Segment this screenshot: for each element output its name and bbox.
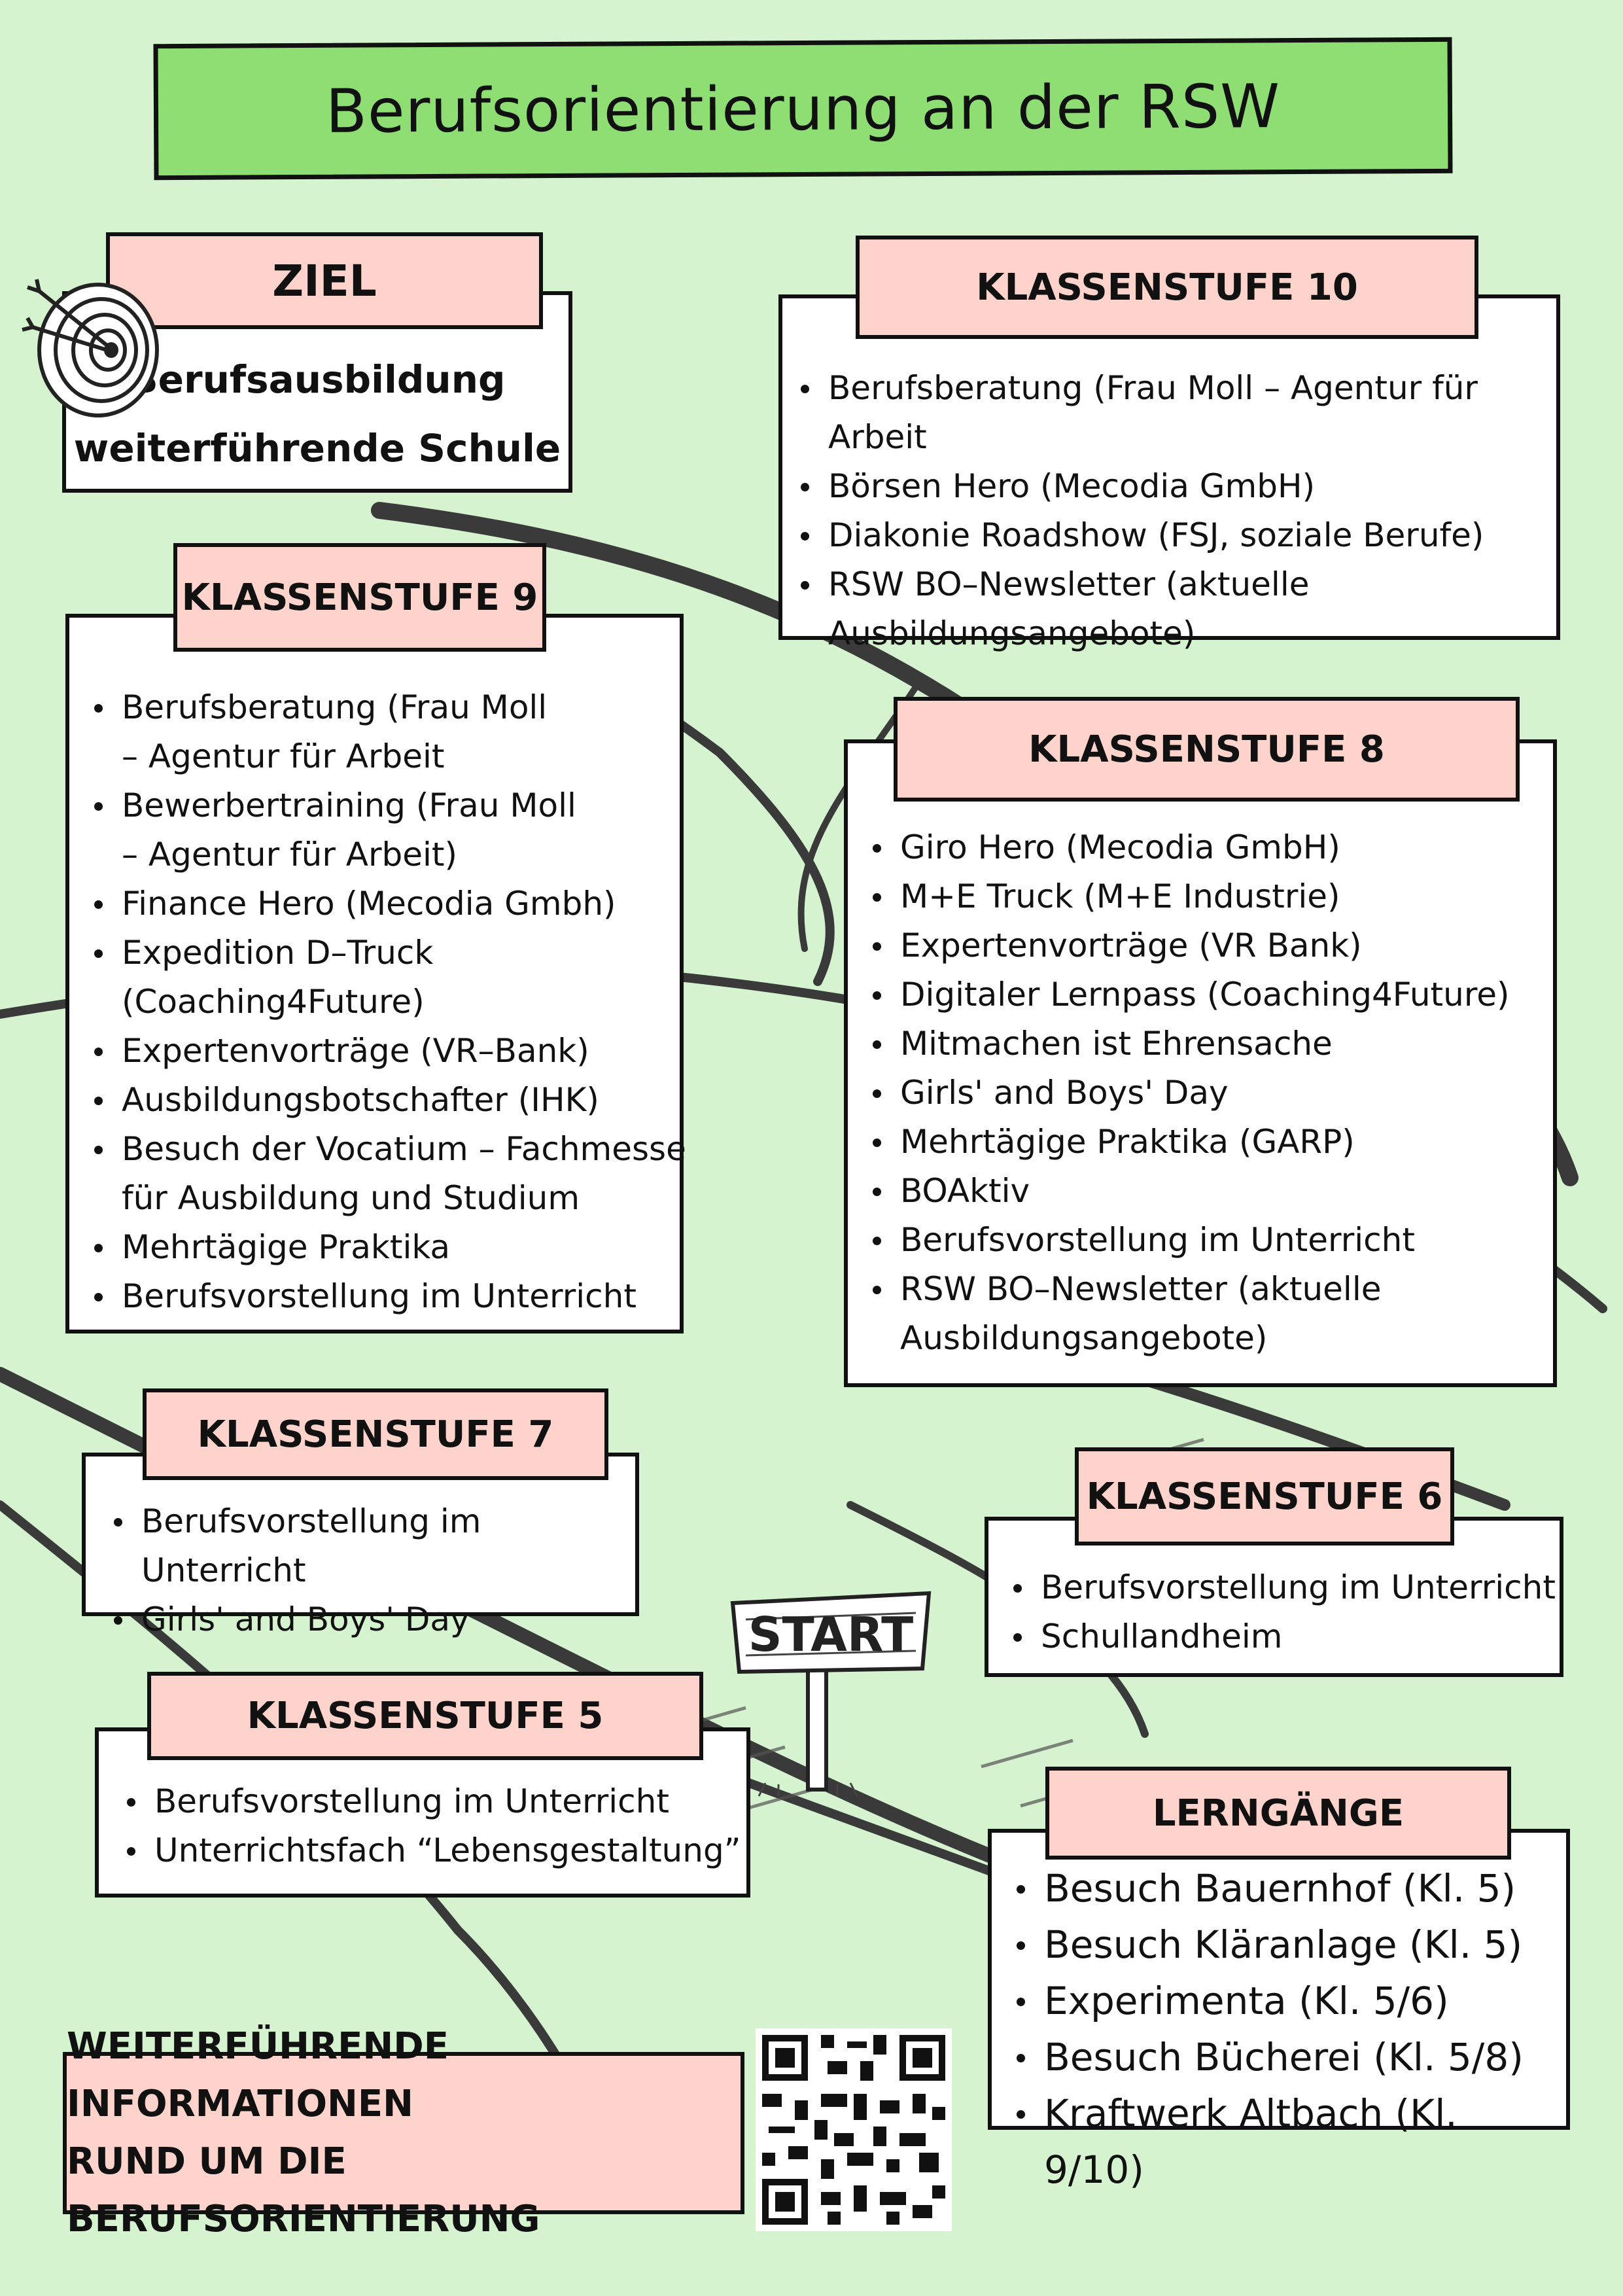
list-item: Expertenvorträge (VR Bank) xyxy=(861,921,1510,970)
info-line-1: WEITERFÜHRENDE INFORMATIONEN xyxy=(67,2025,449,2125)
klassenstufe-6-heading: KLASSENSTUFE 6 xyxy=(1075,1447,1454,1545)
list-item: Expertenvorträge (VR–Bank) xyxy=(82,1027,671,1076)
list-item: RSW BO–Newsletter (aktuelle Ausbildungsa… xyxy=(861,1265,1423,1363)
ziel-heading: ZIEL xyxy=(106,232,543,329)
list-item: Berufsvorstellung im Unterricht xyxy=(115,1777,741,1826)
list-item: Giro Hero (Mecodia GmbH) xyxy=(861,823,1510,872)
list-item: Digitaler Lernpass (Coaching4Future) xyxy=(861,970,1510,1019)
list-item: Berufsvorstellung im Unterricht xyxy=(102,1497,635,1595)
target-arrows-icon xyxy=(22,279,159,417)
list-item: Finance Hero (Mecodia Gmbh) xyxy=(82,879,671,928)
klassenstufe-7-list: Berufsvorstellung im Unterricht Girls' a… xyxy=(102,1497,635,1644)
lerngaenge-list: Besuch Bauernhof (Kl. 5) Besuch Kläranla… xyxy=(1005,1860,1566,2198)
list-item: Berufsvorstellung im Unterricht xyxy=(82,1272,671,1321)
lerngaenge-panel: Besuch Bauernhof (Kl. 5) Besuch Kläranla… xyxy=(988,1829,1570,2192)
klassenstufe-8-panel: Giro Hero (Mecodia GmbH) M+E Truck (M+E … xyxy=(844,739,1557,1387)
list-item: Börsen Hero (Mecodia GmbH) xyxy=(789,462,1556,511)
list-item: Expedition D–Truck (Coaching4Future) xyxy=(82,928,514,1027)
page-title-banner: Berufsorientierung an der RSW xyxy=(153,37,1453,181)
klassenstufe-10-list: Berufsberatung (Frau Moll – Agentur für … xyxy=(789,364,1556,658)
list-item: Besuch Bücherei (Kl. 5/8) xyxy=(1005,2029,1566,2085)
list-item: Girls' and Boys' Day xyxy=(102,1595,635,1644)
start-signpost-icon: START xyxy=(730,1591,932,1797)
klassenstufe-8-list: Giro Hero (Mecodia GmbH) M+E Truck (M+E … xyxy=(861,823,1510,1363)
list-item: Berufsberatung (Frau Moll – Agentur für … xyxy=(82,683,567,781)
list-item: Unterrichtsfach “Lebensgestaltung” xyxy=(115,1826,741,1875)
list-item: Diakonie Roadshow (FSJ, soziale Berufe) xyxy=(789,511,1556,560)
list-item: Berufsberatung (Frau Moll – Agentur für … xyxy=(789,364,1556,462)
further-information-box: WEITERFÜHRENDE INFORMATIONEN RUND UM DIE… xyxy=(63,2025,744,2240)
klassenstufe-5-list: Berufsvorstellung im Unterricht Unterric… xyxy=(115,1777,741,1875)
list-item: Besuch der Vocatium – Fachmesse für Ausb… xyxy=(82,1125,697,1223)
klassenstufe-9-panel: Berufsberatung (Frau Moll – Agentur für … xyxy=(65,614,686,1333)
klassenstufe-6-list: Berufsvorstellung im Unterricht Schullan… xyxy=(1002,1563,1556,1661)
info-line-2: RUND UM DIE BERUFSORIENTIERUNG xyxy=(67,2140,540,2240)
list-item: Berufsvorstellung im Unterricht xyxy=(861,1216,1510,1265)
list-item: M+E Truck (M+E Industrie) xyxy=(861,872,1510,921)
list-item: Bewerbertraining (Frau Moll – Agentur fü… xyxy=(82,781,593,879)
qr-code-icon[interactable] xyxy=(756,2028,952,2231)
list-item: Mitmachen ist Ehrensache xyxy=(861,1019,1510,1069)
klassenstufe-10-panel: Berufsberatung (Frau Moll – Agentur für … xyxy=(778,294,1560,652)
list-item: Experimenta (Kl. 5/6) xyxy=(1005,1973,1566,2029)
ziel-line-2: weiterführende Schule xyxy=(73,426,561,470)
list-item: Schullandheim xyxy=(1002,1612,1556,1661)
list-item: Mehrtägige Praktika (GARP) xyxy=(861,1118,1510,1167)
klassenstufe-9-list: Berufsberatung (Frau Moll – Agentur für … xyxy=(82,683,686,1321)
list-item: Mehrtägige Praktika xyxy=(82,1223,671,1272)
page-title: Berufsorientierung an der RSW xyxy=(325,71,1281,147)
ziel-line-1: Berufsausbildung xyxy=(129,357,506,402)
klassenstufe-10-heading: KLASSENSTUFE 10 xyxy=(856,236,1478,339)
klassenstufe-9-heading: KLASSENSTUFE 9 xyxy=(173,543,546,652)
list-item: Ausbildungsbotschafter (IHK) xyxy=(82,1076,671,1125)
list-item: RSW BO–Newsletter (aktuelle Ausbildungsa… xyxy=(789,560,1365,658)
start-sign-text: START xyxy=(748,1607,913,1662)
list-item: BOAktiv xyxy=(861,1167,1510,1216)
list-item: Berufsvorstellung im Unterricht xyxy=(1002,1563,1556,1612)
list-item: Kraftwerk Altbach (Kl. 9/10) xyxy=(1005,2085,1566,2198)
lerngaenge-heading: LERNGÄNGE xyxy=(1045,1767,1511,1860)
klassenstufe-7-heading: KLASSENSTUFE 7 xyxy=(143,1388,608,1480)
list-item: Besuch Bauernhof (Kl. 5) xyxy=(1005,1860,1566,1916)
list-item: Besuch Kläranlage (Kl. 5) xyxy=(1005,1916,1566,1973)
klassenstufe-8-heading: KLASSENSTUFE 8 xyxy=(894,697,1520,802)
list-item: Girls' and Boys' Day xyxy=(861,1069,1510,1118)
klassenstufe-5-heading: KLASSENSTUFE 5 xyxy=(147,1672,703,1760)
